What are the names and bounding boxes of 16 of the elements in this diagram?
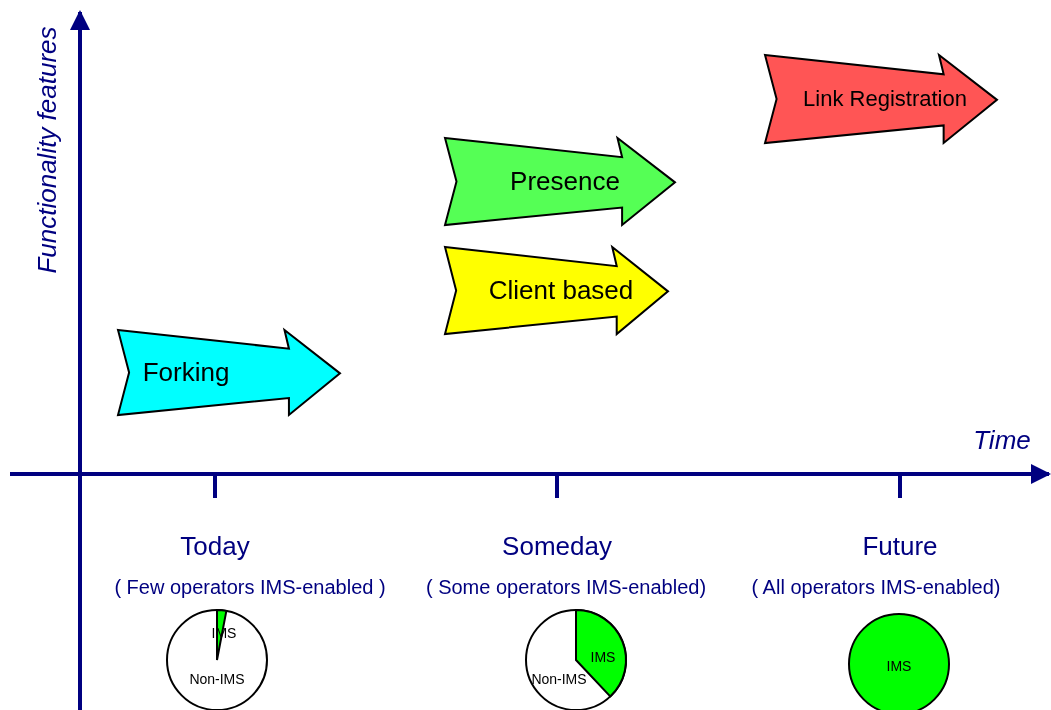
- feature-label: Link Registration: [803, 86, 967, 112]
- feature-label: Forking: [142, 356, 230, 388]
- time-note: ( Few operators IMS-enabled ): [114, 575, 386, 599]
- slice-label: IMS: [590, 649, 616, 665]
- axis-title: Functionality features: [31, 26, 63, 274]
- slice-label: Non-IMS: [531, 671, 587, 687]
- time-note: ( All operators IMS-enabled): [751, 575, 1001, 599]
- feature-label: Client based: [488, 274, 634, 306]
- time-note: ( Some operators IMS-enabled): [425, 575, 707, 599]
- feature-label: Presence: [510, 165, 620, 197]
- slice-label: Non-IMS: [189, 671, 245, 687]
- time-label: Today: [180, 530, 250, 562]
- time-label: Future: [862, 530, 938, 562]
- slice-label: IMS: [886, 658, 912, 674]
- time-label: Someday: [502, 530, 612, 562]
- axis-title: Time: [973, 424, 1031, 456]
